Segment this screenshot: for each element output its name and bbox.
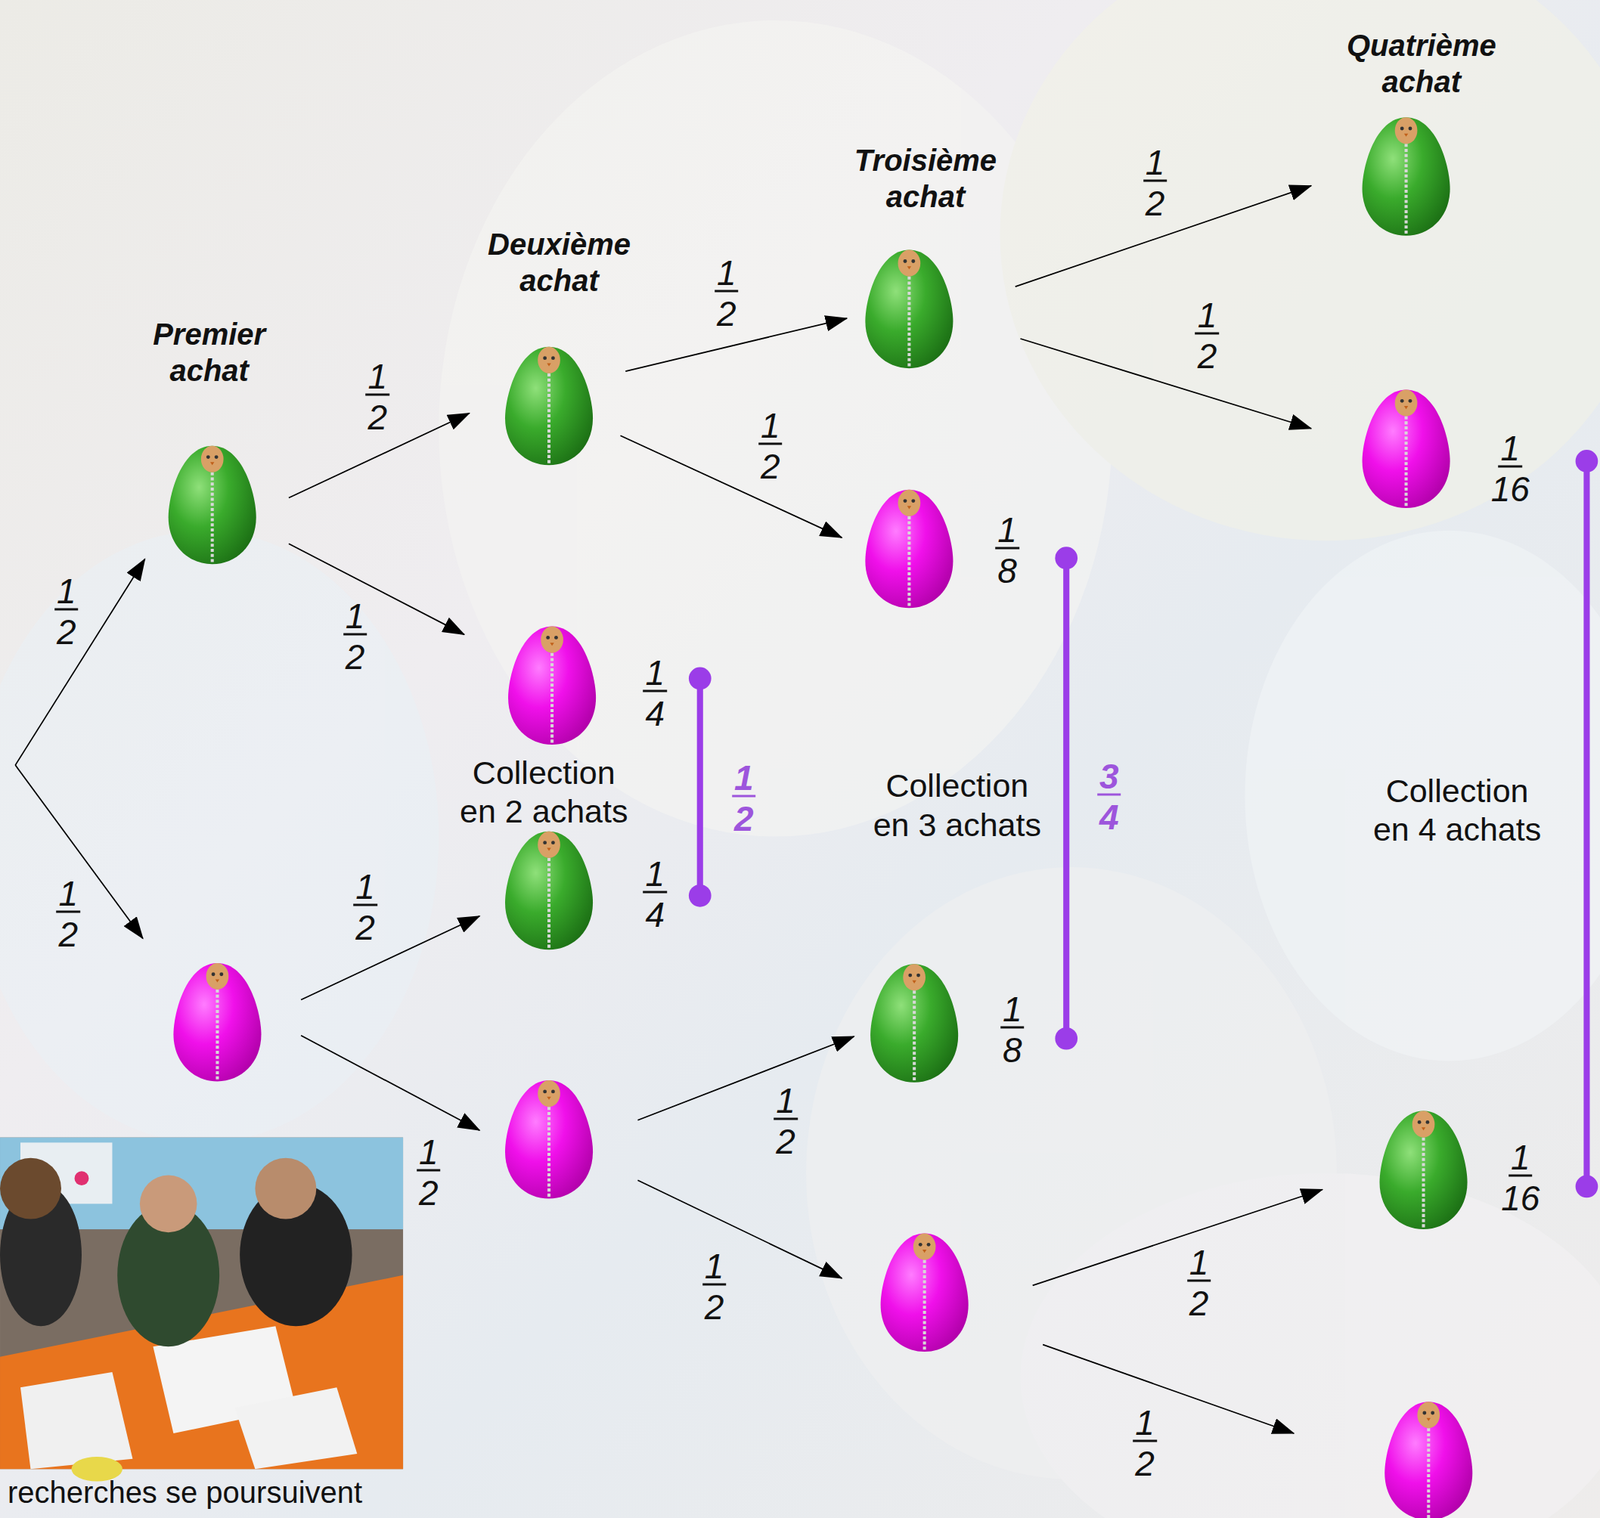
probability: 1: [1497, 430, 1523, 468]
probability: 16: [1498, 1181, 1542, 1216]
probability: 1: [343, 598, 368, 636]
sum-bracket: [688, 449, 1598, 1198]
sum-probability: 3: [1097, 759, 1122, 797]
probability: 1: [56, 876, 81, 914]
probability: 1: [643, 855, 668, 894]
column-heading: Quatrième achat: [1338, 27, 1505, 100]
column-heading: Troisième achat: [846, 142, 1005, 215]
probability: 2: [773, 1124, 798, 1160]
probability: 1: [714, 254, 739, 292]
probability: 1: [758, 408, 783, 446]
probability: 2: [1132, 1446, 1157, 1482]
probability: 2: [702, 1289, 727, 1325]
column-heading: Premier achat: [145, 316, 273, 389]
collection-note: Collection en 2 achats: [455, 753, 632, 832]
probability: 8: [1000, 1032, 1025, 1068]
probability: 4: [643, 696, 668, 732]
sum-probability: 1: [731, 759, 757, 797]
probability: 1: [702, 1249, 727, 1287]
probability: 1: [365, 359, 391, 397]
sum-probability: 2: [731, 801, 757, 837]
probability: 2: [353, 910, 378, 946]
probability: 1: [1000, 991, 1025, 1029]
tree-branches: [15, 186, 1323, 1434]
probability: 2: [343, 639, 368, 675]
probability: 2: [1187, 1286, 1212, 1321]
probability: 1: [1195, 297, 1220, 335]
probability: 2: [758, 449, 783, 484]
probability: 2: [365, 400, 391, 435]
probability: 2: [416, 1175, 441, 1211]
probability: 1: [54, 573, 79, 611]
column-heading: Deuxième achat: [480, 226, 639, 299]
probability: 8: [995, 553, 1020, 589]
probability: 2: [714, 296, 739, 332]
probability: 1: [773, 1083, 798, 1121]
probability: 2: [56, 917, 81, 952]
probability: 1: [643, 654, 668, 692]
probability: 1: [995, 511, 1020, 549]
probability: 2: [1195, 338, 1220, 374]
probability: 16: [1488, 471, 1532, 507]
probability: 4: [643, 897, 668, 933]
probability: 1: [1508, 1139, 1533, 1177]
photo-inset: [0, 1137, 404, 1483]
probability: 2: [1143, 186, 1168, 221]
collection-note: Collection en 3 achats: [869, 767, 1045, 846]
probability: 1: [353, 869, 378, 907]
probability: 1: [416, 1134, 441, 1172]
collection-note: Collection en 4 achats: [1369, 772, 1545, 850]
photo-caption: recherches se poursuivent: [7, 1474, 363, 1511]
probability: 1: [1143, 144, 1168, 182]
probability: 1: [1132, 1404, 1157, 1442]
probability: 2: [54, 614, 79, 650]
sum-probability: 4: [1097, 800, 1122, 835]
probability: 1: [1187, 1244, 1212, 1282]
